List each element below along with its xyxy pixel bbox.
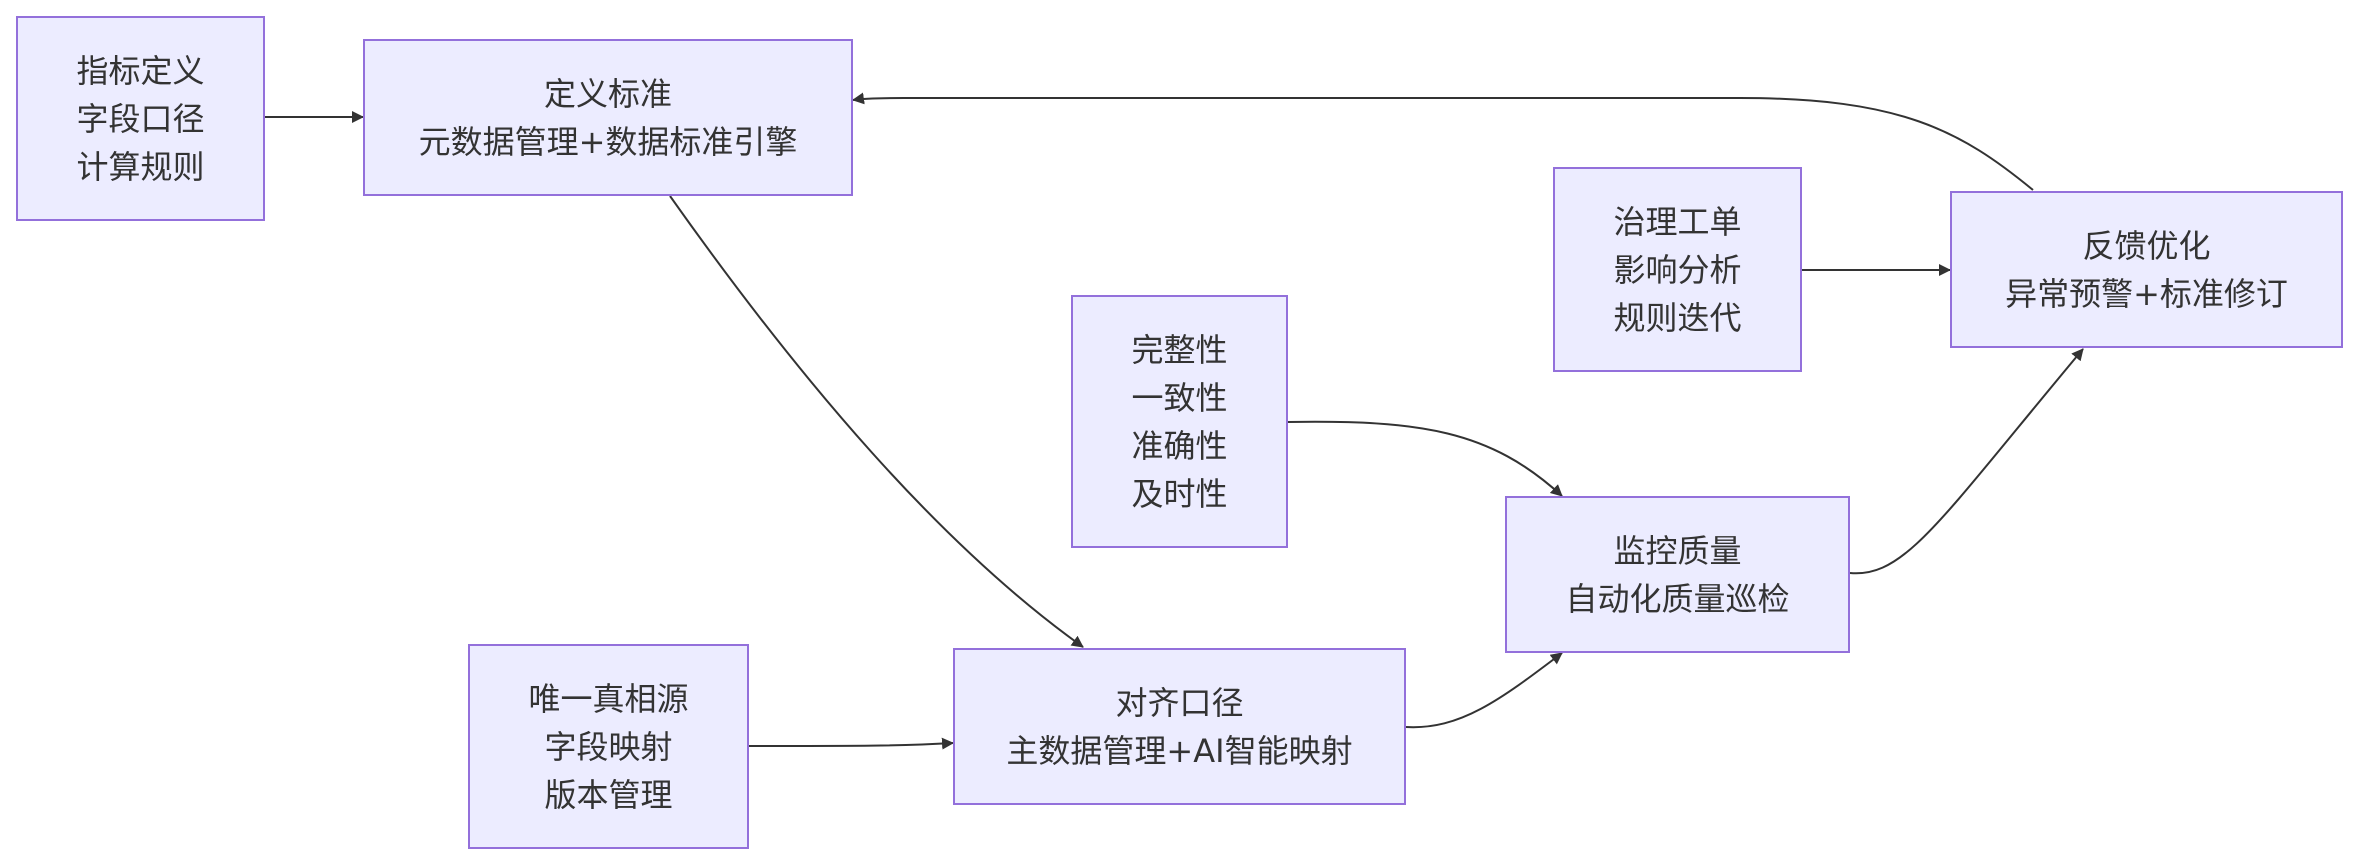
node-feedback-line-2: 异常预警+标准修订 [2005, 274, 2288, 313]
node-governance-line-2: 影响分析 [1613, 250, 1742, 289]
node-governance-line-3: 规则迭代 [1613, 298, 1742, 337]
node-feedback-line-1: 反馈优化 [2082, 226, 2211, 265]
node-define-standard-line-1: 定义标准 [543, 74, 672, 113]
node-metric-definition-line-2: 字段口径 [76, 99, 205, 138]
node-metric-definition: 指标定义 字段口径 计算规则 [16, 16, 265, 221]
node-single-source-line-2: 字段映射 [544, 727, 673, 766]
node-monitor-quality-line-1: 监控质量 [1613, 531, 1742, 570]
node-feedback-optimization: 反馈优化 异常预警+标准修订 [1950, 191, 2343, 348]
node-define-standard: 定义标准 元数据管理+数据标准引擎 [363, 39, 853, 196]
node-quality-dimensions-line-4: 及时性 [1131, 474, 1228, 513]
edge-define-standard-to-align-caliber [669, 195, 1084, 648]
node-monitor-quality-line-2: 自动化质量巡检 [1565, 579, 1790, 618]
edge-single-source-to-align-caliber [748, 737, 954, 750]
node-single-source-line-1: 唯一真相源 [528, 679, 689, 718]
node-quality-dimensions-line-3: 准确性 [1131, 426, 1228, 465]
node-align-caliber-line-2: 主数据管理+AI智能映射 [1006, 731, 1353, 770]
node-quality-dimensions: 完整性 一致性 准确性 及时性 [1071, 295, 1288, 548]
node-define-standard-line-2: 元数据管理+数据标准引擎 [418, 122, 798, 161]
edge-monitor-quality-to-feedback [1849, 348, 2084, 575]
node-single-source-of-truth: 唯一真相源 字段映射 版本管理 [468, 644, 749, 849]
node-governance-ticket: 治理工单 影响分析 规则迭代 [1553, 167, 1802, 372]
node-quality-dimensions-line-2: 一致性 [1131, 378, 1228, 417]
node-align-caliber-line-1: 对齐口径 [1115, 683, 1244, 722]
node-align-caliber: 对齐口径 主数据管理+AI智能映射 [953, 648, 1406, 805]
edge-feedback-to-define-standard [852, 92, 2034, 191]
edge-quality-dims-to-monitor-quality [1287, 420, 1563, 497]
node-metric-definition-line-3: 计算规则 [76, 147, 205, 186]
node-single-source-line-3: 版本管理 [544, 775, 673, 814]
node-monitor-quality: 监控质量 自动化质量巡检 [1505, 496, 1850, 653]
node-metric-definition-line-1: 指标定义 [76, 51, 205, 90]
edge-align-caliber-to-monitor-quality [1405, 652, 1563, 729]
node-quality-dimensions-line-1: 完整性 [1131, 330, 1228, 369]
node-governance-line-1: 治理工单 [1613, 202, 1742, 241]
